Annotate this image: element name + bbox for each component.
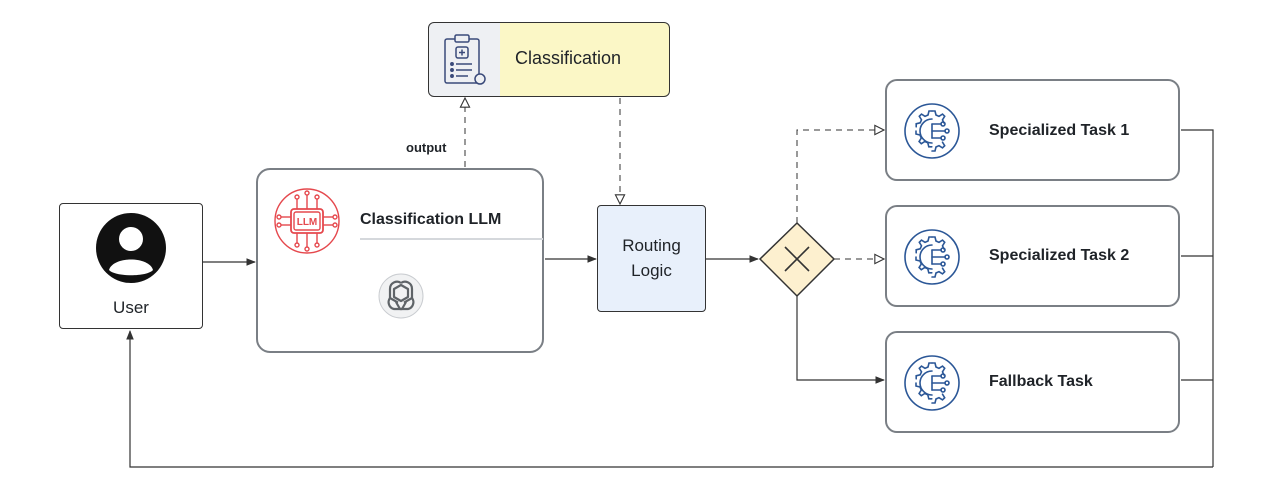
clipboard-icon (444, 34, 486, 85)
classification-label: Classification (515, 48, 622, 68)
specialized-task-1-node[interactable] (885, 79, 1180, 181)
llm-chip-icon: LLM (274, 188, 340, 254)
routing-line-1: Routing (622, 236, 681, 255)
classification-llm-node[interactable] (256, 168, 544, 353)
classification-node[interactable] (500, 22, 670, 97)
output-edge-label: output (406, 140, 447, 155)
llm-badge-text: LLM (297, 217, 318, 228)
edge-gateway-task1 (796, 130, 884, 223)
routing-line-2: Logic (631, 261, 672, 280)
fallback-task-node[interactable] (885, 331, 1180, 433)
openai-logo-icon (378, 273, 424, 319)
fallback-task-label: Fallback Task (989, 373, 1093, 390)
exclusive-gateway (758, 221, 836, 298)
user-label: User (113, 298, 149, 317)
specialized-task-2-node[interactable] (885, 205, 1180, 307)
ai-gear-icon (904, 103, 960, 159)
routing-logic-label: Routing Logic (597, 233, 706, 283)
title-divider (360, 238, 543, 240)
routing-logic-node[interactable] (597, 205, 706, 312)
edge-gateway-fallback (796, 296, 885, 384)
user-avatar-icon (96, 213, 166, 283)
specialized-task-2-label: Specialized Task 2 (989, 247, 1130, 264)
edge-task1-return (1181, 129, 1214, 467)
edge-return-user (126, 330, 1213, 468)
ai-gear-icon (904, 229, 960, 285)
ai-gear-icon (904, 355, 960, 411)
classification-llm-title: Classification LLM (360, 211, 502, 228)
specialized-task-1-label: Specialized Task 1 (989, 122, 1130, 139)
